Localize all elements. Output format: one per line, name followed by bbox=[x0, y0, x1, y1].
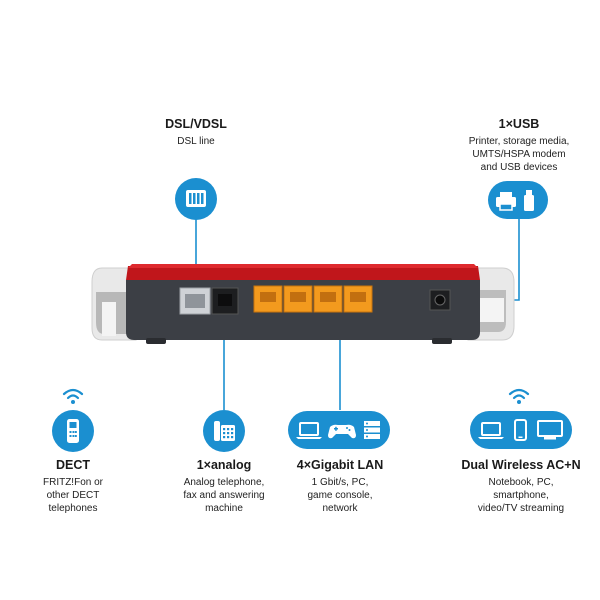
dsl-port-icon bbox=[175, 178, 217, 220]
analog-title: 1×analog bbox=[196, 458, 252, 472]
dect-title: DECT bbox=[55, 458, 91, 472]
lan-title: 4×Gigabit LAN bbox=[296, 458, 384, 472]
usb-title: 1×USB bbox=[498, 117, 540, 131]
laptop-phone-monitor-icon bbox=[470, 411, 572, 449]
laptop-gamepad-server-icon bbox=[288, 411, 390, 449]
dsl-title: DSL/VDSL bbox=[165, 117, 227, 131]
desk-phone-icon bbox=[203, 410, 245, 452]
dsl-port bbox=[179, 287, 211, 315]
wireless-description: Notebook, PC, smartphone, video/TV strea… bbox=[477, 477, 565, 514]
wifi-icon bbox=[61, 387, 85, 410]
lan-description: 1 Gbit/s, PC, game console, network bbox=[307, 477, 373, 514]
wireless-title: Dual Wireless AC+N bbox=[461, 458, 581, 472]
dsl-description: DSL line bbox=[177, 136, 215, 147]
analog-port bbox=[211, 287, 239, 315]
dect-description: FRITZ!Fon or other DECT telephones bbox=[42, 477, 103, 514]
cordless-phone-icon bbox=[52, 410, 94, 452]
analog-description: Analog telephone, fax and answering mach… bbox=[183, 477, 265, 514]
usb-description: Printer, storage media, UMTS/HSPA modem … bbox=[468, 136, 570, 173]
printer-usb-stick-icon bbox=[488, 181, 548, 219]
router-back-panel bbox=[91, 264, 515, 344]
power-jack bbox=[429, 289, 451, 311]
wifi-icon bbox=[507, 387, 531, 410]
